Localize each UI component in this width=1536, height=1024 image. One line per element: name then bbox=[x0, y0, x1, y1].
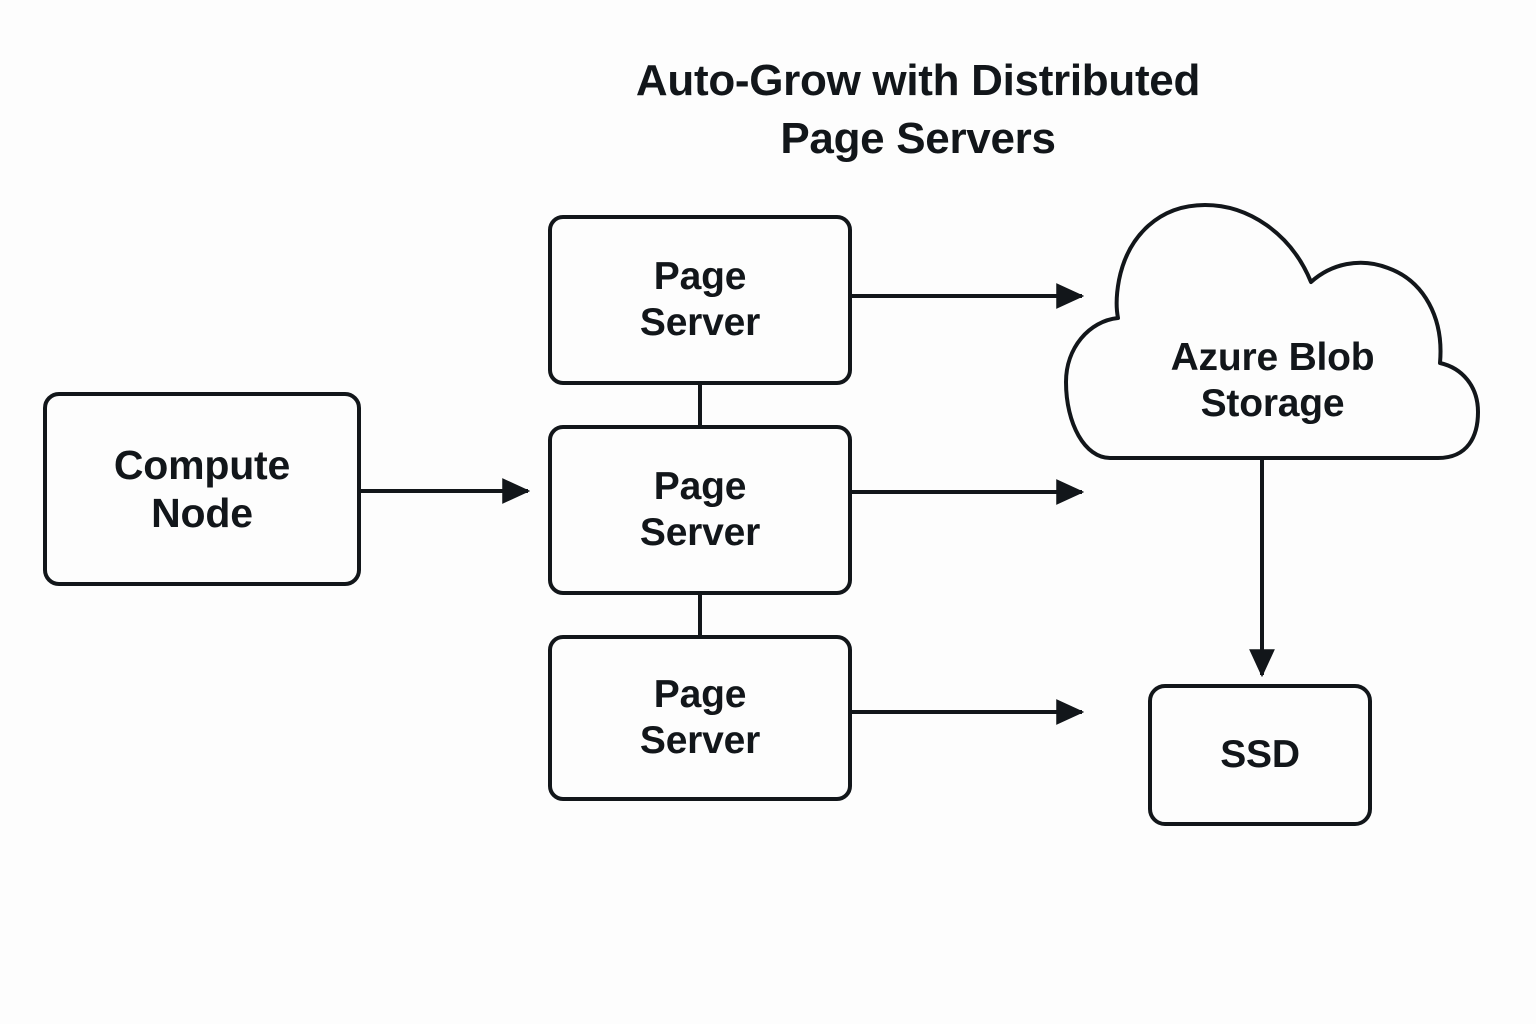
compute-node-shape[interactable] bbox=[43, 392, 361, 586]
diagram-title: Auto-Grow with Distributed Page Servers bbox=[635, 56, 1201, 164]
page-server-shape-2[interactable] bbox=[548, 425, 852, 595]
page-server-shape-1[interactable] bbox=[548, 215, 852, 385]
azure-blob-storage-cloud-shape[interactable] bbox=[1064, 203, 1480, 460]
ssd-shape[interactable] bbox=[1148, 684, 1372, 826]
page-server-shape-3[interactable] bbox=[548, 635, 852, 801]
